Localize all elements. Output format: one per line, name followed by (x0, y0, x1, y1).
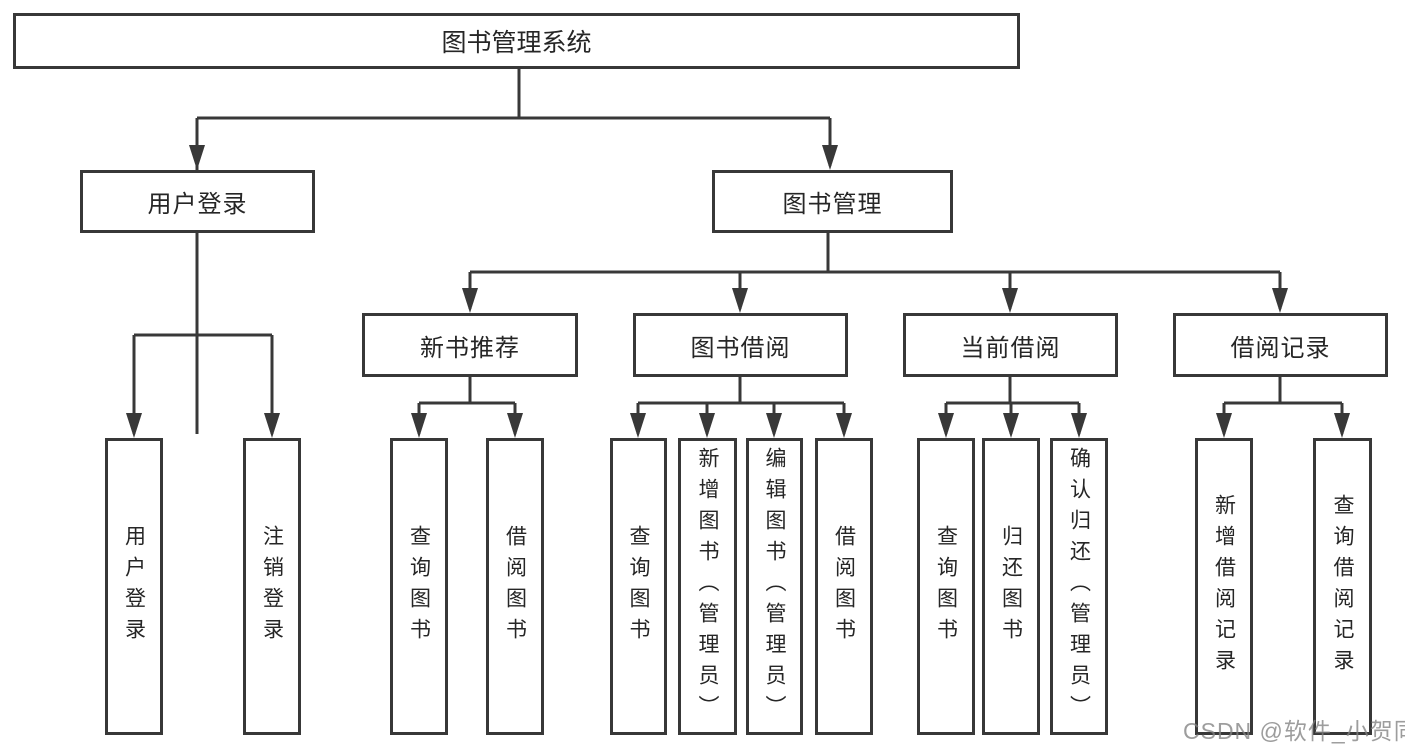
node-new-book-recommendation: 新书推荐 (362, 313, 578, 377)
arrow-down-icon (766, 413, 782, 438)
connector-line (1222, 377, 1344, 434)
connector-line (636, 377, 846, 434)
arrow-down-icon (189, 145, 205, 170)
leaf-label: 查询图书 (407, 524, 431, 649)
leaf-query-book-recommend: 查询图书 (390, 438, 448, 735)
leaf-label: 查询图书 (627, 524, 650, 649)
leaf-borrow-book: 借阅图书 (815, 438, 873, 735)
connector-line (132, 233, 274, 434)
node-borrowing-records: 借阅记录 (1173, 313, 1388, 377)
arrow-down-icon (507, 413, 523, 438)
arrow-down-icon (264, 413, 280, 438)
arrow-down-icon (630, 413, 646, 438)
leaf-label: 借阅图书 (503, 524, 527, 649)
arrow-down-icon (1002, 288, 1018, 313)
leaf-label: 新增借阅记录 (1212, 493, 1236, 680)
arrow-down-icon (1216, 413, 1232, 438)
leaf-add-borrow-record: 新增借阅记录 (1195, 438, 1253, 735)
arrow-down-icon (1003, 413, 1019, 438)
arrow-down-icon (938, 413, 954, 438)
leaf-edit-book-admin: 编辑图书（管理员） (746, 438, 803, 735)
leaf-user-login: 用户登录 (105, 438, 163, 735)
leaf-label: 借阅图书 (832, 524, 856, 649)
connector-line (417, 377, 517, 434)
leaf-query-book-borrowing: 查询图书 (610, 438, 667, 735)
leaf-label: 编辑图书（管理员） (763, 447, 786, 726)
arrow-down-icon (1334, 413, 1350, 438)
leaf-logout: 注销登录 (243, 438, 301, 735)
arrow-down-icon (1272, 288, 1288, 313)
leaf-label: 新增图书（管理员） (696, 447, 719, 726)
leaf-confirm-return-admin: 确认归还（管理员） (1050, 438, 1108, 735)
leaf-add-book-admin: 新增图书（管理员） (678, 438, 737, 735)
connector-line (195, 68, 832, 434)
leaf-borrow-book-recommend: 借阅图书 (486, 438, 544, 735)
node-book-borrowing: 图书借阅 (633, 313, 848, 377)
node-user-login: 用户登录 (80, 170, 315, 233)
leaf-query-borrow-record: 查询借阅记录 (1313, 438, 1372, 735)
arrow-down-icon (126, 413, 142, 438)
leaf-label: 归还图书 (999, 524, 1023, 649)
connector-line (468, 233, 1282, 309)
node-current-borrowing: 当前借阅 (903, 313, 1118, 377)
leaf-return-book: 归还图书 (982, 438, 1040, 735)
arrow-down-icon (836, 413, 852, 438)
node-library-system: 图书管理系统 (13, 13, 1020, 69)
watermark: CSDN @软件_小贺同学 (1183, 718, 1405, 744)
leaf-query-book-current: 查询图书 (917, 438, 975, 735)
arrow-down-icon (1071, 413, 1087, 438)
leaf-label: 确认归还（管理员） (1067, 447, 1091, 726)
arrow-down-icon (699, 413, 715, 438)
leaf-label: 用户登录 (122, 524, 146, 649)
arrow-down-icon (732, 288, 748, 313)
leaf-label: 查询图书 (934, 524, 958, 649)
arrow-down-icon (411, 413, 427, 438)
arrow-down-icon (462, 288, 478, 313)
leaf-label: 查询借阅记录 (1331, 493, 1354, 680)
node-book-management: 图书管理 (712, 170, 953, 233)
leaf-label: 注销登录 (260, 524, 284, 649)
arrow-down-icon (822, 145, 838, 170)
